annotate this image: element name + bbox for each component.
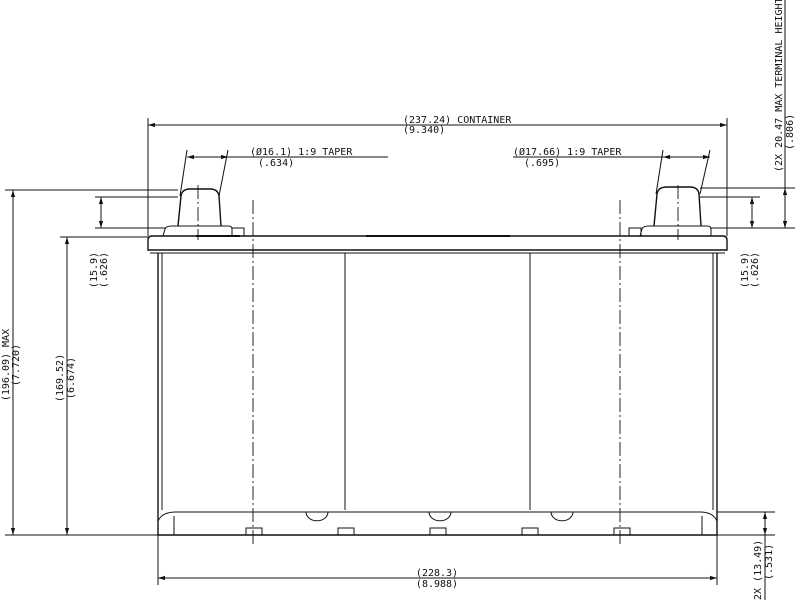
base-length-in: (8.988) — [416, 579, 458, 590]
max-height-in: (7.720) — [11, 344, 22, 386]
left-terminal-height-in: (.626) — [99, 252, 110, 288]
left-terminal — [162, 188, 245, 237]
body-height-mm: (169.52) — [55, 354, 66, 402]
extension-lines — [5, 118, 795, 585]
container-length-in: (9.340) — [403, 125, 445, 136]
max-terminal-height-mm: (2X 20.47 MAX TERMINAL HEIGHT) — [774, 0, 785, 172]
left-terminal-height-mm: (15.9) — [89, 252, 100, 288]
right-terminal — [628, 186, 712, 237]
right-terminal-height-mm: (15.9) — [740, 252, 751, 288]
battery-outline — [147, 235, 728, 536]
dimension-lines — [10, 0, 788, 600]
base-length-mm: (228.3) — [416, 568, 458, 579]
max-height-mm: (196.09) MAX — [1, 329, 12, 401]
base-height-in: (.531) — [764, 544, 775, 580]
right-taper-in: (.695) — [524, 158, 560, 169]
centerlines — [197, 185, 679, 546]
right-taper-mm: (Ø17.66) 1:9 TAPER — [513, 146, 622, 158]
left-taper-mm: (Ø16.1) 1:9 TAPER — [250, 146, 353, 158]
base-height-mm: 2X (13.49) — [753, 540, 764, 600]
right-terminal-height-in: (.626) — [750, 252, 761, 288]
container-length-mm: (237.24) CONTAINER — [403, 115, 512, 126]
left-taper-in: (.634) — [258, 158, 294, 169]
body-height-in: (6.674) — [66, 357, 77, 399]
max-terminal-height-in: (.806) — [785, 114, 796, 150]
